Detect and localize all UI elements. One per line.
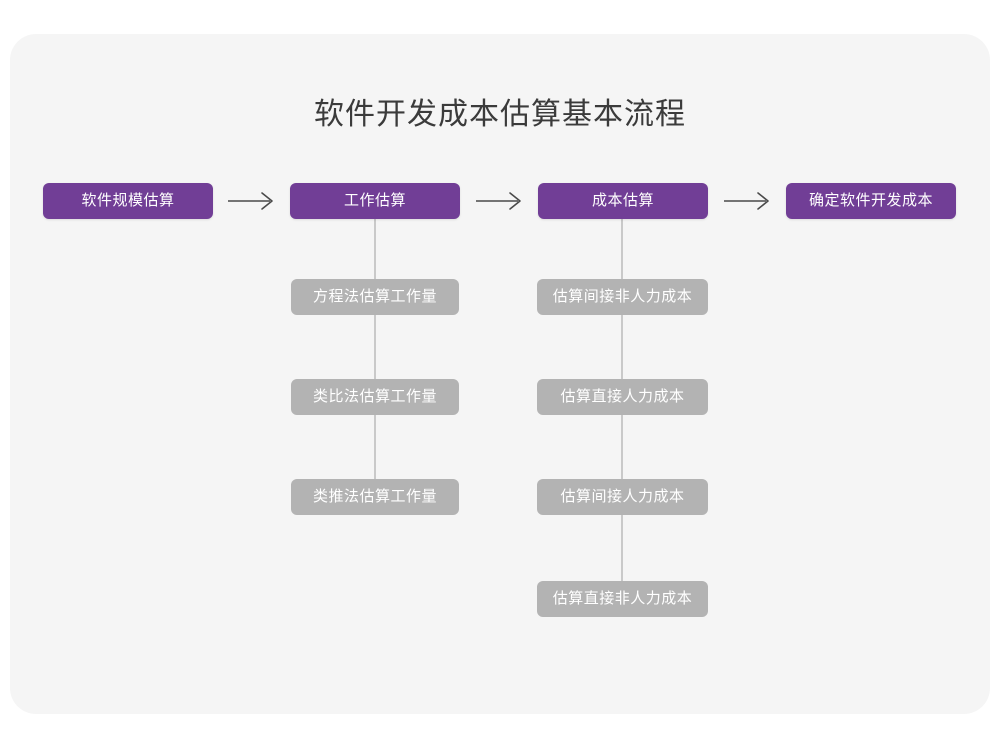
sub-node-equation-method-effort[interactable]: 方程法估算工作量 [291, 279, 459, 315]
stage-node-determine-development-cost[interactable]: 确定软件开发成本 [786, 183, 956, 219]
background-card [10, 34, 990, 714]
stage-node-cost-estimation[interactable]: 成本估算 [538, 183, 708, 219]
sub-node-inference-method-effort[interactable]: 类推法估算工作量 [291, 479, 459, 515]
sub-node-analogy-method-effort[interactable]: 类比法估算工作量 [291, 379, 459, 415]
sub-node-indirect-nonlabor-cost[interactable]: 估算间接非人力成本 [537, 279, 708, 315]
arrow-right-icon-3 [720, 185, 776, 217]
arrow-right-icon-1 [224, 185, 280, 217]
sub-node-indirect-labor-cost[interactable]: 估算间接人力成本 [537, 479, 708, 515]
sub-node-direct-labor-cost[interactable]: 估算直接人力成本 [537, 379, 708, 415]
arrow-right-icon-2 [472, 185, 528, 217]
stage-node-effort-estimation[interactable]: 工作估算 [290, 183, 460, 219]
stage-node-software-scale-estimation[interactable]: 软件规模估算 [43, 183, 213, 219]
connector-line-column-2 [374, 219, 376, 499]
sub-node-direct-nonlabor-cost[interactable]: 估算直接非人力成本 [537, 581, 708, 617]
page-title: 软件开发成本估算基本流程 [314, 98, 686, 131]
